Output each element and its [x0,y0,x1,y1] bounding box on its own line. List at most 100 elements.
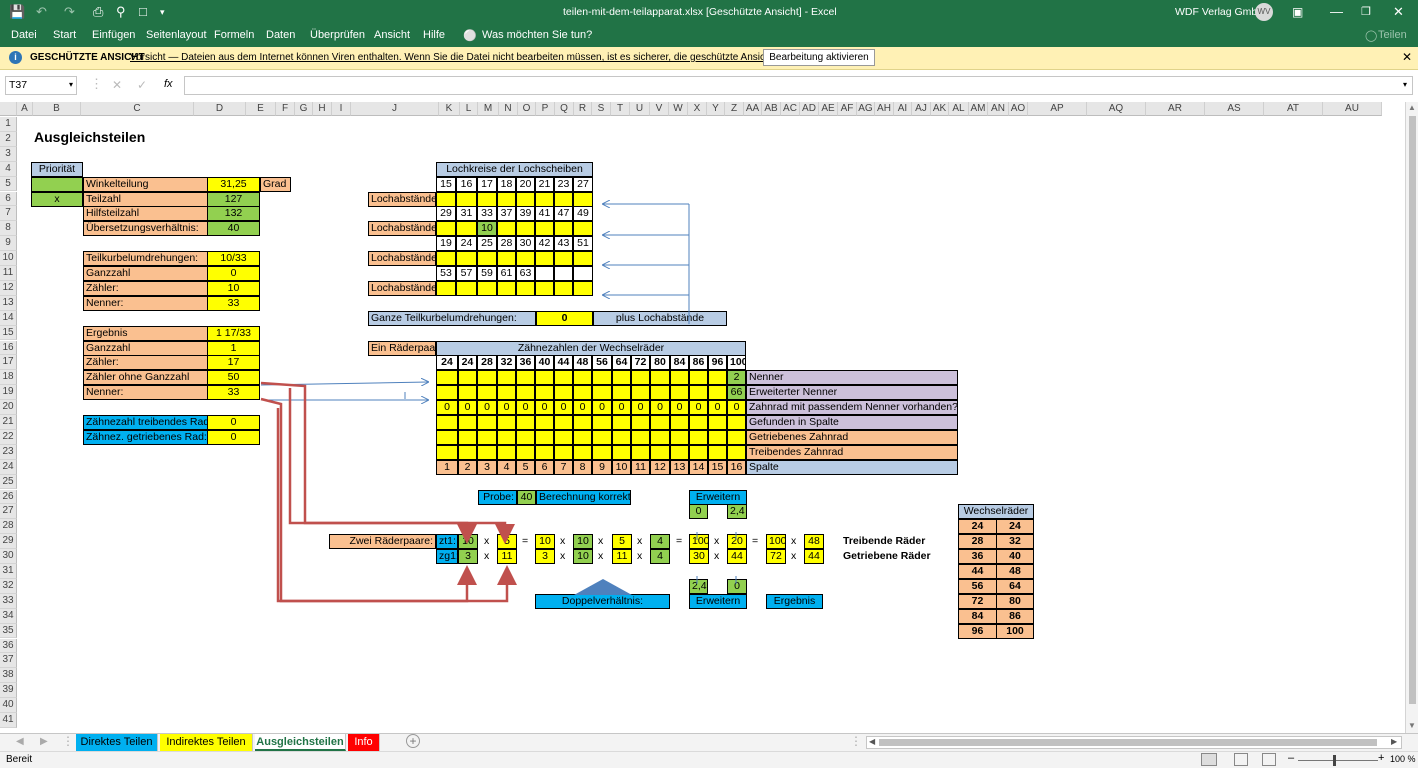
column-header[interactable]: AT [1264,102,1323,116]
gear-grid-cell[interactable] [631,415,650,430]
label-cell[interactable]: Zähler: [83,355,208,371]
lochabstand-cell[interactable] [436,280,456,296]
gear-grid-cell[interactable]: 0 [727,400,746,416]
hole-circle-cell[interactable]: 23 [554,176,573,192]
gear-grid-cell[interactable] [436,415,458,430]
equation-cell[interactable]: 3 [458,549,478,565]
row-header[interactable]: 9 [0,236,17,252]
column-number-cell[interactable]: 6 [535,459,554,475]
hole-circle-cell[interactable]: 33 [477,206,497,222]
column-header[interactable]: AL [949,102,969,116]
hole-circle-cell[interactable]: 27 [573,176,593,192]
avatar[interactable]: WV [1255,3,1273,21]
select-all-corner[interactable] [0,102,17,116]
row-header[interactable]: 27 [0,504,17,520]
gear-grid-cell[interactable]: 0 [592,400,612,416]
teeth-cell[interactable]: 64 [612,355,631,371]
hole-circle-cell[interactable] [573,266,593,281]
column-number-cell[interactable]: 2 [458,459,477,475]
user-name[interactable]: WDF Verlag GmbH [1175,6,1265,18]
sheet-tab-direktes-teilen[interactable]: Direktes Teilen [76,734,158,751]
row-header[interactable]: 7 [0,206,17,222]
row-header[interactable]: 15 [0,325,17,341]
hole-circle-cell[interactable]: 20 [516,176,535,192]
row-header[interactable]: 21 [0,415,17,430]
label-cell[interactable]: Nenner: [83,295,208,311]
column-header[interactable]: AR [1146,102,1205,116]
wechselrad-cell[interactable]: 100 [996,623,1034,639]
ergebnis-label[interactable]: Ergebnis [766,593,823,609]
lochabstand-cell[interactable] [516,191,535,207]
row-header[interactable]: 35 [0,623,17,639]
wechselrad-cell[interactable]: 96 [958,623,997,639]
value-cell[interactable]: 33 [207,385,260,401]
tab-formeln[interactable]: Formeln [214,29,255,41]
column-header[interactable]: AM [969,102,988,116]
hole-circle-cell[interactable]: 25 [477,236,497,252]
row-header[interactable]: 36 [0,638,17,654]
gear-grid-cell[interactable]: 0 [631,400,650,416]
column-number-cell[interactable]: 10 [612,459,631,475]
wechselrad-cell[interactable]: 72 [958,593,997,609]
gear-grid-cell[interactable] [436,370,458,386]
column-number-cell[interactable]: 14 [689,459,708,475]
gear-grid-cell[interactable] [631,429,650,445]
column-header[interactable]: AH [875,102,894,116]
gear-grid-cell[interactable] [727,444,746,460]
sheet-tab-indirektes-teilen[interactable]: Indirektes Teilen [160,734,253,751]
ribbon-display-icon[interactable]: ▣ [1292,5,1304,19]
priority-cell[interactable]: x [31,191,83,207]
hole-circle-cell[interactable]: 29 [436,206,456,222]
gear-grid-cell[interactable] [573,415,592,430]
row-header[interactable]: 31 [0,564,17,579]
hole-circle-cell[interactable]: 53 [436,266,456,281]
gear-grid-cell[interactable] [689,444,708,460]
gear-grid-cell[interactable] [708,444,727,460]
teeth-cell[interactable]: 28 [477,355,497,371]
hole-circle-cell[interactable]: 28 [497,236,516,252]
hole-circle-cell[interactable]: 61 [497,266,516,281]
gear-grid-cell[interactable] [592,429,612,445]
gear-grid-cell[interactable] [670,385,689,401]
hole-circle-cell[interactable]: 59 [477,266,497,281]
equation-cell[interactable]: 10 [573,549,593,565]
column-header[interactable]: AF [838,102,857,116]
gear-grid-cell[interactable]: 0 [689,400,708,416]
hscroll-right-icon[interactable]: ▶ [1391,737,1398,746]
lochabstand-cell[interactable] [477,280,497,296]
equation-cell[interactable]: 44 [727,549,747,565]
equation-cell[interactable]: 100 [766,534,786,550]
gear-grid-cell[interactable] [670,415,689,430]
gear-grid-cell[interactable] [535,385,554,401]
hole-circle-cell[interactable]: 63 [516,266,535,281]
hole-circle-cell[interactable]: 41 [535,206,554,222]
equation-cell[interactable]: 10 [573,534,593,550]
value-cell[interactable]: 127 [207,191,260,207]
column-number-cell[interactable]: 12 [650,459,670,475]
lochabstand-cell[interactable] [573,191,593,207]
tab-start[interactable]: Start [53,29,77,41]
column-header[interactable]: T [611,102,630,116]
row-header[interactable]: 16 [0,340,17,356]
column-header[interactable]: K [439,102,460,116]
gear-grid-cell[interactable] [592,370,612,386]
column-header[interactable]: AQ [1087,102,1146,116]
teeth-cell[interactable]: 36 [516,355,535,371]
value-cell[interactable]: 17 [207,355,260,371]
raederpaar-label[interactable]: Ein Räderpaar [368,340,436,356]
gear-grid-cell[interactable] [516,385,535,401]
gear-grid-cell[interactable]: 0 [497,400,516,416]
gear-grid-cell[interactable] [436,429,458,445]
gear-grid-cell[interactable] [708,385,727,401]
gear-grid-cell[interactable] [670,370,689,386]
lochabstand-cell[interactable] [497,280,516,296]
value-cell[interactable]: 31,25 [207,176,260,192]
hole-circle-cell[interactable]: 30 [516,236,535,252]
zt-label[interactable]: zt1: [436,534,458,550]
enter-icon[interactable]: ✓ [137,78,148,92]
gear-grid-cell[interactable] [477,370,497,386]
gear-grid-cell[interactable] [612,429,631,445]
column-number-cell[interactable]: 15 [708,459,727,475]
gear-grid-cell[interactable] [650,444,670,460]
